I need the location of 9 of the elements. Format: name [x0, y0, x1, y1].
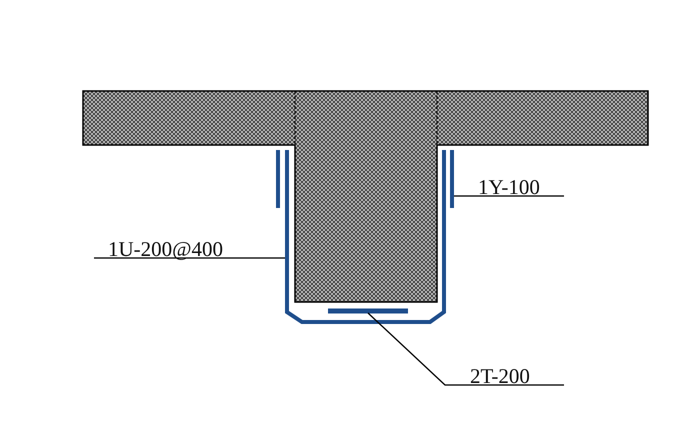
callout-label: 1Y-100 — [478, 176, 565, 198]
bottom-plate — [328, 308, 408, 314]
u-wrap-strip — [285, 150, 446, 324]
leader-line — [368, 312, 564, 386]
vertical-strip — [276, 150, 454, 208]
callout-label: 2T-200 — [470, 365, 565, 387]
callout-label: 1U-200@400 — [93, 238, 285, 260]
leader-line — [94, 257, 285, 259]
leader-line — [454, 195, 564, 197]
